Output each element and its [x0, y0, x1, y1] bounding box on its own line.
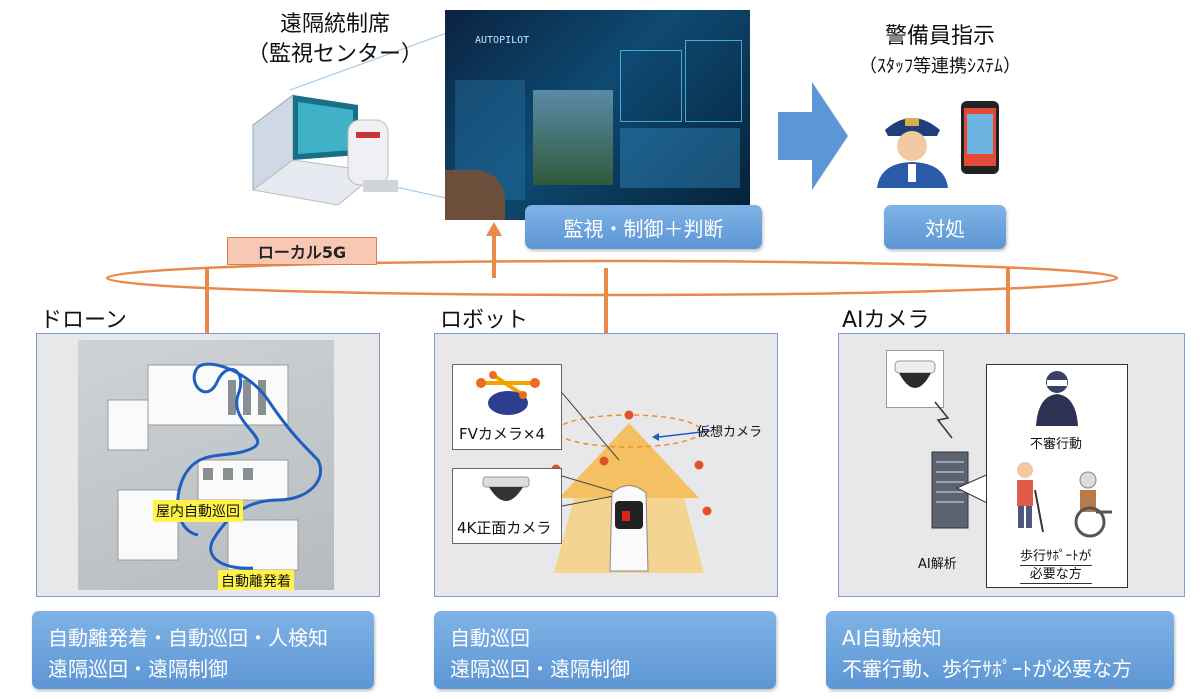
walking-support-label: 歩行ｻﾎﾟｰﾄが 必要な方	[1020, 548, 1092, 584]
desk-screen-line	[289, 29, 456, 91]
suspicious-person-icon	[1036, 371, 1078, 426]
front-camera-label: 4K正面カメラ	[457, 519, 552, 537]
control-center-title-line1: 遠隔統制席	[279, 12, 390, 37]
local-5g-label: ローカル5G	[227, 237, 377, 265]
walking-support-line1: 歩行ｻﾎﾟｰﾄが	[1020, 549, 1092, 566]
wheelchair-user-icon	[1074, 471, 1112, 538]
flow-right-arrow	[778, 82, 848, 190]
smartphone-icon	[961, 101, 999, 174]
guard-title-line1: 警備員指示	[884, 24, 995, 49]
screen-header-text: AUTOPILOT	[475, 35, 530, 46]
floor-map-drawing	[107, 362, 322, 571]
drone-desc-line2: 遠隔巡回・遠隔制御	[48, 657, 228, 681]
monitoring-control-box: 監視・制御＋判断	[525, 205, 762, 249]
indoor-patrol-label: 屋内自動巡回	[153, 500, 243, 522]
signal-zigzag	[934, 401, 953, 439]
drone-description-box: 自動離発着・自動巡回・人検知 遠隔巡回・遠隔制御	[32, 611, 374, 689]
guard-title-line2: （ｽﾀｯﾌ等連携ｼｽﾃﾑ）	[859, 56, 1021, 77]
guard-instruction-title: 警備員指示 （ｽﾀｯﾌ等連携ｼｽﾃﾑ）	[820, 22, 1060, 82]
operator-hand	[445, 170, 505, 220]
walking-person-icon	[1017, 462, 1044, 533]
monitoring-screen: AUTOPILOT	[445, 10, 750, 220]
ai-dome-camera-icon	[894, 360, 936, 388]
screen-data-panel	[685, 40, 742, 122]
dome-camera-icon	[482, 476, 530, 501]
control-center-title-line2: （監視センター）	[246, 42, 423, 67]
ai-desc-line2: 不審行動、歩行ｻﾎﾟｰﾄが必要な方	[842, 657, 1132, 681]
ai-camera-description-box: AI自動検知 不審行動、歩行ｻﾎﾟｰﾄが必要な方	[826, 611, 1174, 689]
robot-description-box: 自動巡回 遠隔巡回・遠隔制御	[434, 611, 776, 689]
screen-data-panel	[620, 50, 682, 122]
control-desk-illustration	[251, 94, 398, 206]
suspicious-behavior-label: 不審行動	[1030, 437, 1083, 452]
virtual-camera-label: 仮想カメラ	[697, 425, 763, 440]
camera-field-of-view	[559, 423, 699, 498]
fv-camera-label: FVカメラ×4	[459, 425, 546, 443]
uplink-arrow-head	[486, 222, 502, 236]
robot-sensor-illustration	[551, 380, 712, 573]
screen-video-panel	[533, 90, 613, 185]
front-camera-callout: 4K正面カメラ	[452, 468, 562, 544]
fv-camera-callout: FVカメラ×4	[452, 364, 562, 450]
response-box: 対処	[884, 205, 1006, 249]
local-5g-ring	[105, 259, 1119, 297]
drone-desc-line1: 自動離発着・自動巡回・人検知	[48, 626, 328, 650]
patrol-route	[176, 362, 322, 570]
robot-desc-line1: 自動巡回	[450, 626, 530, 650]
walking-support-line2: 必要な方	[1020, 566, 1092, 584]
ai-camera-section-label: AIカメラ	[842, 308, 930, 333]
robot-desc-line2: 遠隔巡回・遠隔制御	[450, 657, 630, 681]
ai-dome-camera-box	[886, 350, 944, 408]
security-robot	[609, 485, 649, 572]
ai-desc-line1: AI自動検知	[842, 626, 942, 650]
auto-takeoff-label: 自動離発着	[218, 570, 294, 590]
robot-section-label: ロボット	[440, 308, 529, 333]
control-center-title: 遠隔統制席 （監視センター）	[235, 10, 435, 70]
drone-camera-icon	[476, 371, 540, 415]
floor-map: 屋内自動巡回 自動離発着	[78, 340, 334, 590]
drone-section-label: ドローン	[40, 308, 127, 333]
screen-data-panel	[620, 128, 740, 188]
ai-analysis-label: AI解析	[918, 557, 957, 572]
security-guard-icon	[877, 118, 948, 188]
